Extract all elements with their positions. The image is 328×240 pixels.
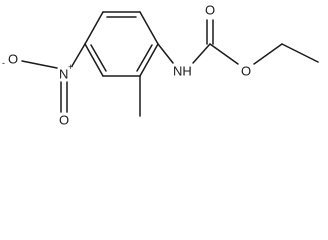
ring-double-bond xyxy=(90,44,107,72)
ch2-to-ch3-bond xyxy=(281,43,319,63)
nh-to-carbonyl-bond xyxy=(192,43,211,64)
carbonyl-oxygen-label: O xyxy=(205,3,215,18)
nitro-oxygen-minus-label: O xyxy=(8,52,18,67)
nitro-oxygen-double-label: O xyxy=(59,113,69,128)
ester-oxygen-label: O xyxy=(241,64,251,79)
ester-o-to-ch2-bond xyxy=(253,43,283,65)
benzene-ring xyxy=(84,11,159,77)
amine-nh-label: NH xyxy=(173,64,192,79)
nitro-oxygen-charge: - xyxy=(2,58,5,68)
ring-bond xyxy=(139,43,159,77)
ring-bond xyxy=(84,43,104,77)
nitro-group: N + O - O xyxy=(2,43,86,128)
nitro-nitrogen-label: N xyxy=(59,67,68,82)
nitro-nitrogen-charge: + xyxy=(68,62,73,72)
ring-double-bond xyxy=(136,44,153,72)
carbamate-chain: NH O O xyxy=(157,3,319,79)
n-o-single-bond xyxy=(21,60,58,69)
carbonyl-to-ester-o-bond xyxy=(209,43,239,65)
chemical-structure: N + O - O NH O O xyxy=(2,3,319,128)
ring-bond xyxy=(139,11,159,45)
ring-bond xyxy=(84,11,104,45)
ring-to-nh-bond xyxy=(157,43,174,64)
ring-to-nitro-bond xyxy=(71,43,86,67)
